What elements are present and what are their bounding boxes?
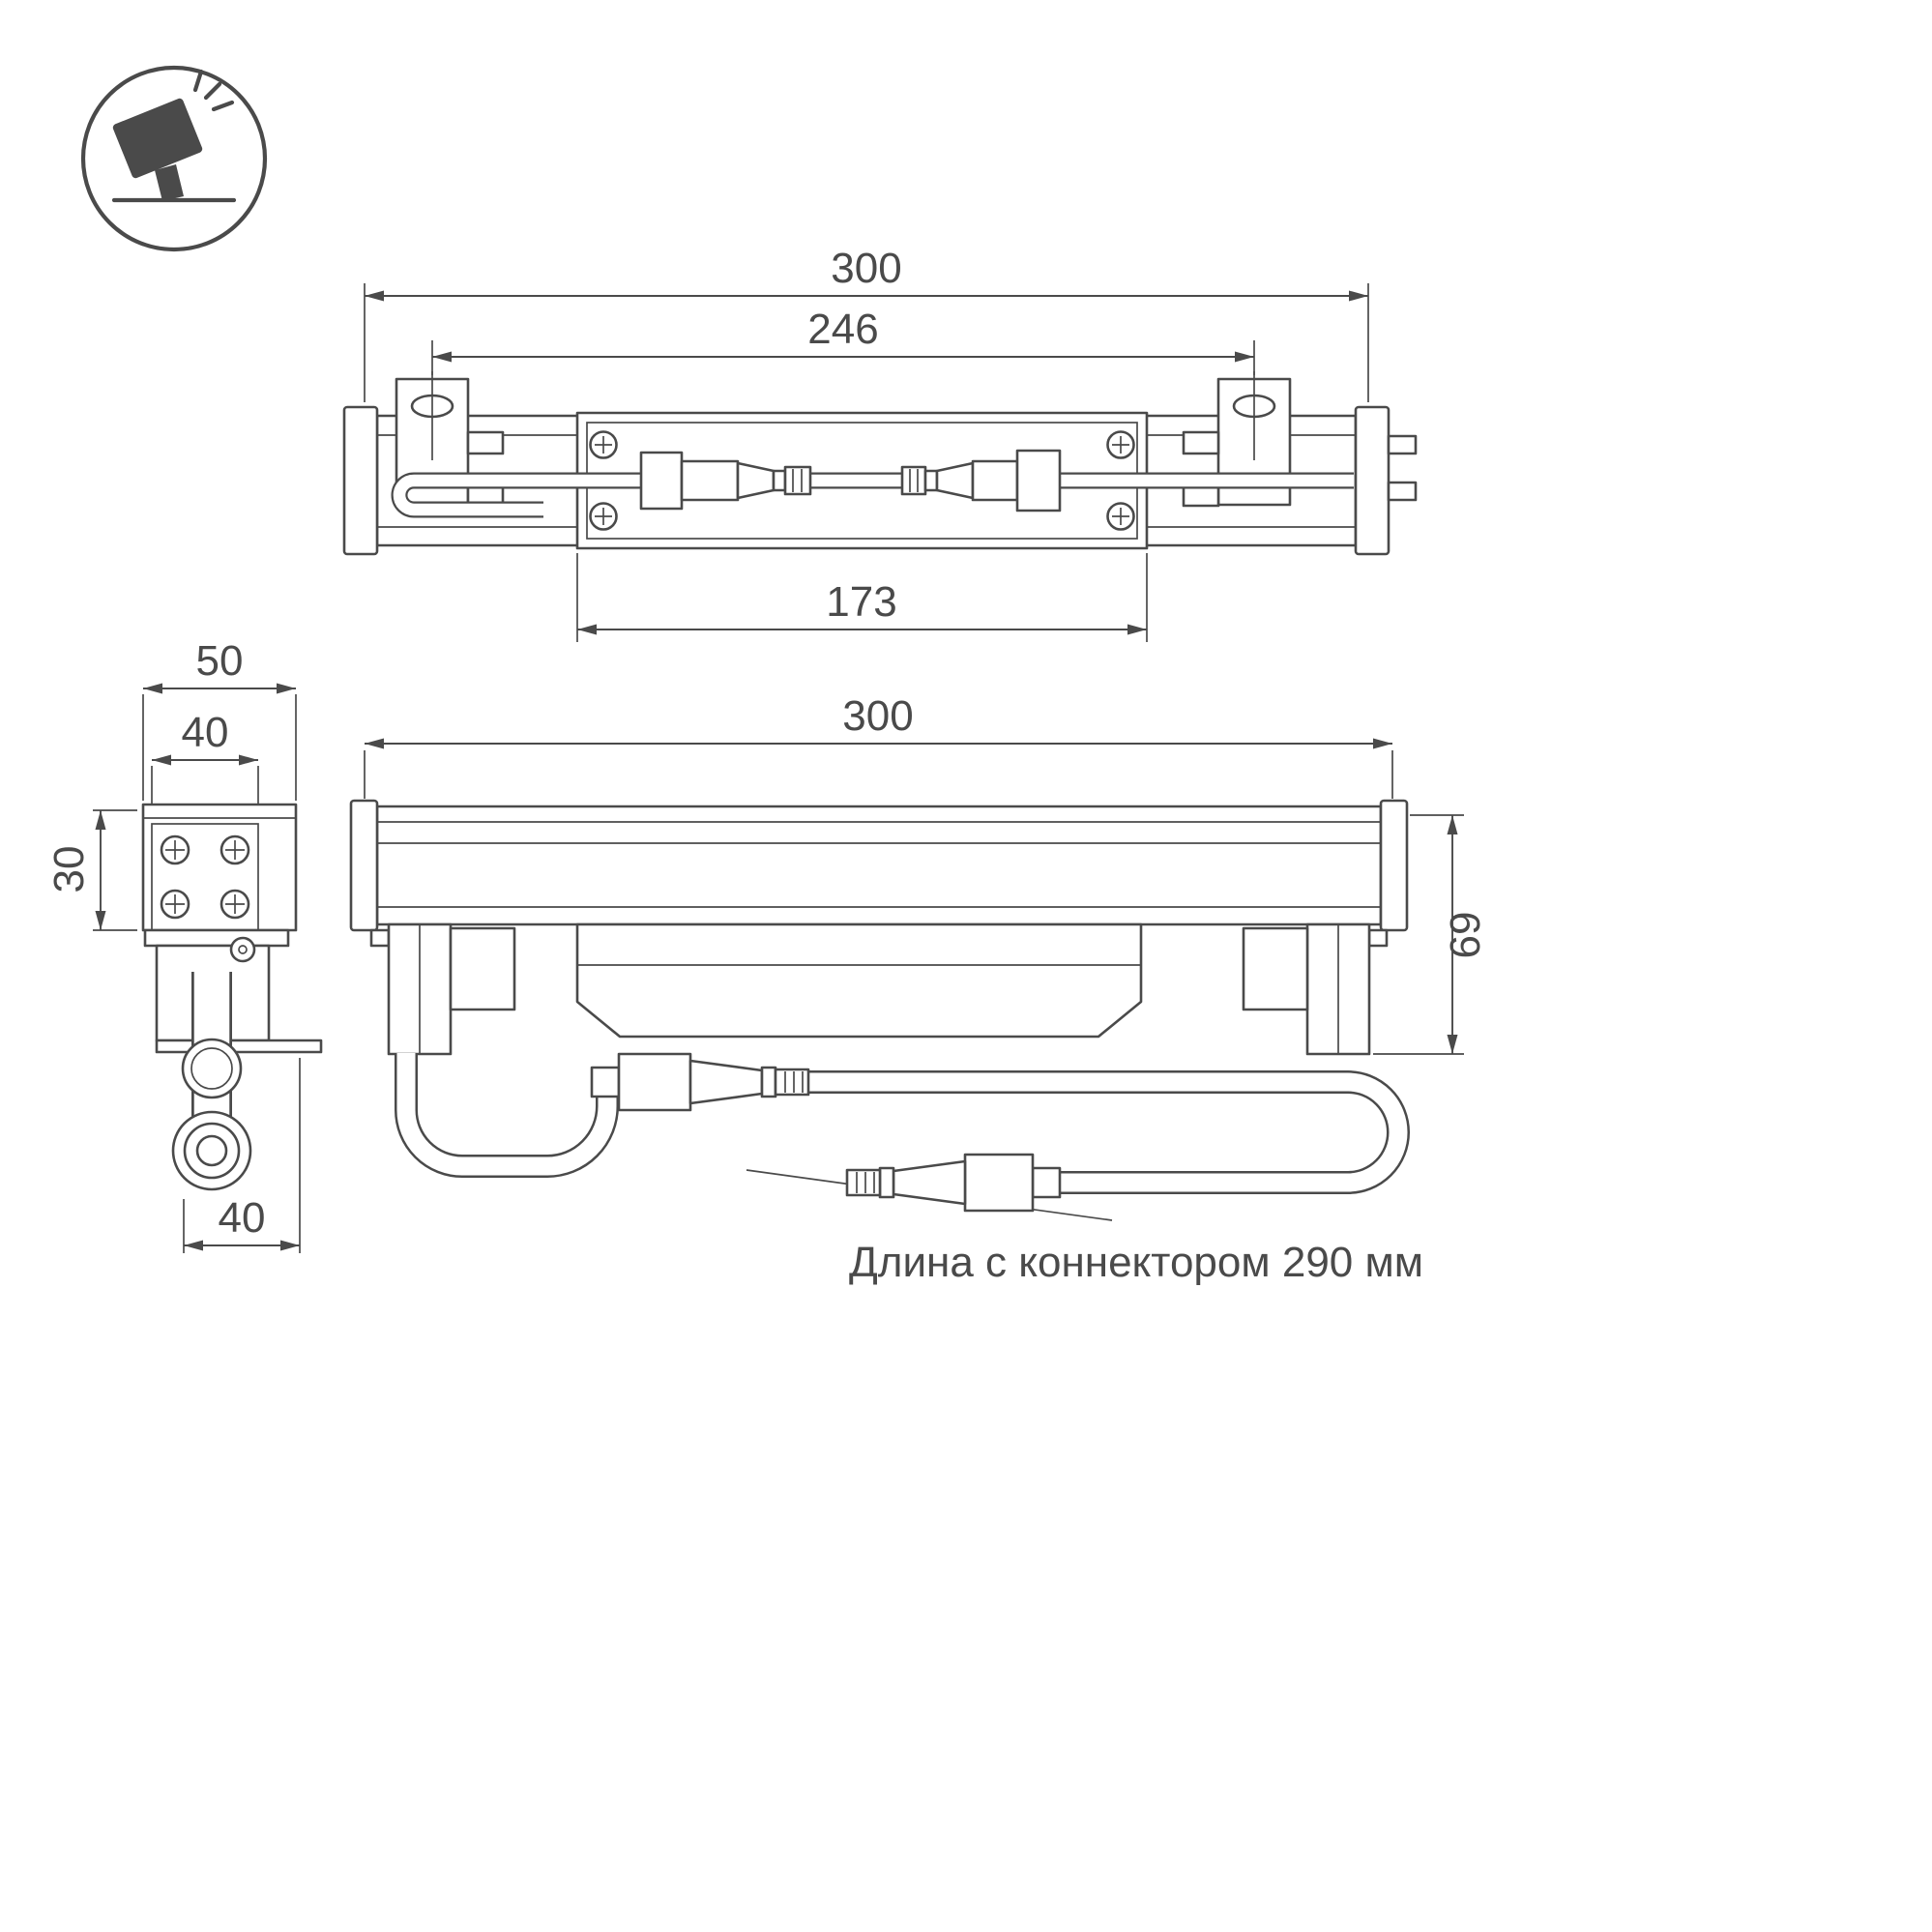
icon-circle — [80, 65, 268, 252]
clamp-screw — [1387, 481, 1418, 502]
dim-label-front-69: 69 — [1442, 912, 1489, 959]
light-ray-icon — [192, 69, 204, 93]
dim-label-front-300: 300 — [842, 692, 913, 740]
driver-housing — [575, 922, 1143, 1039]
end-cap-right — [1354, 405, 1390, 556]
light-ray-icon — [203, 81, 222, 101]
end-screws — [160, 834, 250, 920]
end-cap-left — [342, 405, 379, 556]
top-view: 300 246 173 — [342, 245, 1418, 642]
dim-label-end-40: 40 — [182, 709, 229, 756]
light-ray-icon — [211, 100, 235, 112]
pivot-bolt — [229, 936, 256, 963]
cable-side-view — [171, 972, 252, 1191]
clamp-screw — [369, 928, 391, 948]
cable-connector — [900, 449, 1062, 512]
dim-label-end-50: 50 — [196, 637, 244, 685]
dim-label-end-40-bottom: 40 — [219, 1194, 266, 1242]
front-dim-69: 69 — [1373, 814, 1489, 1055]
bracket-foot — [155, 1039, 323, 1054]
top-dim-300: 300 — [364, 245, 1369, 402]
end-dim-40-bottom: 40 — [183, 1058, 301, 1253]
end-dim-50: 50 — [142, 637, 297, 801]
end-view: 50 40 — [45, 637, 323, 1253]
bar-body-front — [375, 805, 1383, 926]
dim-label-top-246: 246 — [807, 306, 878, 353]
cable-connector — [639, 451, 812, 511]
front-dim-300: 300 — [364, 692, 1393, 799]
floodlight-icon — [80, 65, 268, 252]
connector-length-note: Длина с коннектором 290 мм — [849, 1239, 1423, 1286]
top-dim-246: 246 — [431, 306, 1255, 375]
front-view: 300 69 — [349, 692, 1489, 1286]
clamp-screw — [1367, 928, 1389, 948]
floodlight-body — [112, 98, 203, 179]
cable-connector — [590, 1052, 810, 1112]
end-dim-30: 30 — [45, 809, 137, 931]
cable-connector — [845, 1153, 1062, 1213]
panel-screws — [589, 430, 1135, 531]
dim-label-end-30: 30 — [45, 846, 93, 893]
dim-label-top-300: 300 — [831, 245, 901, 292]
bracket-base — [143, 928, 290, 948]
end-cap-left-front — [349, 799, 379, 932]
bracket-left-front — [387, 922, 516, 1056]
cable-top-view — [391, 472, 1354, 518]
end-cap-right-front — [1379, 799, 1409, 932]
top-dim-173: 173 — [576, 553, 1148, 642]
end-dim-40: 40 — [151, 709, 259, 806]
bracket-right-front — [1242, 922, 1371, 1056]
clamp-screw — [1387, 434, 1418, 455]
cable-front-view — [395, 1053, 1410, 1194]
floodlight-stand — [155, 164, 184, 201]
dim-label-top-173: 173 — [826, 578, 896, 626]
